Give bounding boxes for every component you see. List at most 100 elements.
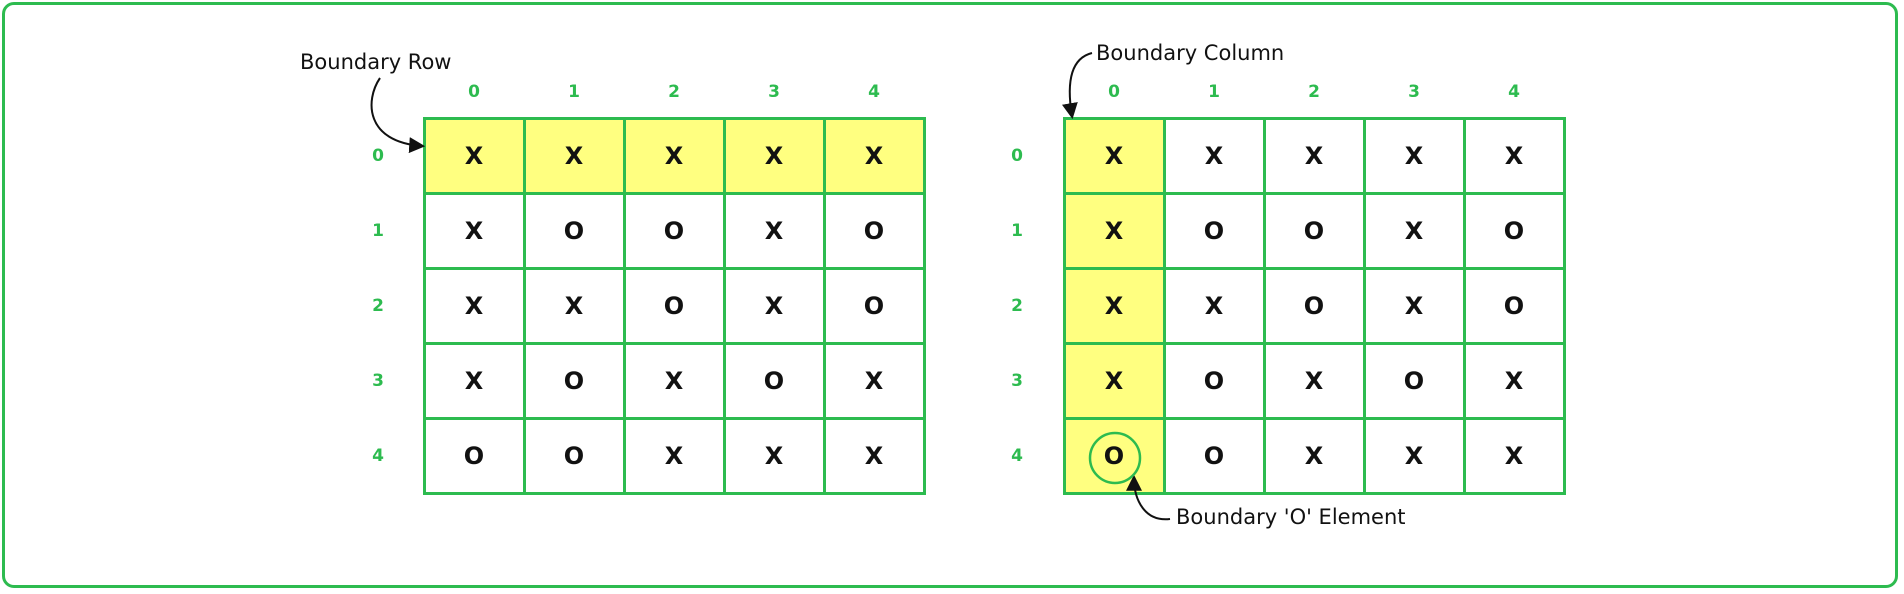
grid-cell: X <box>1404 216 1424 245</box>
grid-cell: O <box>1403 366 1425 395</box>
grid-cell: X <box>764 216 784 245</box>
column-index: 2 <box>668 82 680 102</box>
boundary-o-element-arrow <box>1126 474 1171 521</box>
grid-cell: X <box>824 118 924 193</box>
grid-cell: X <box>864 366 884 395</box>
grid-cell: O <box>1503 216 1525 245</box>
grid-line <box>1063 267 1566 270</box>
row-index: 4 <box>1011 445 1023 466</box>
grid-line <box>1263 117 1266 495</box>
grid-cell: O <box>1503 291 1525 320</box>
grid-line <box>1063 117 1566 120</box>
grid-cell: X <box>1404 441 1424 470</box>
grid-cell: X <box>464 366 484 395</box>
grid-cell: X <box>524 118 624 193</box>
grid-cell: X <box>664 441 684 470</box>
grid-line <box>1063 117 1066 495</box>
grid-cell: X <box>1504 141 1524 170</box>
row-index: 4 <box>372 445 384 466</box>
grid-cell: X <box>424 118 524 193</box>
grid-cell: O <box>563 366 585 395</box>
grid-cell: O <box>563 216 585 245</box>
grid-line <box>423 492 926 495</box>
grid-cell: X <box>1064 118 1164 193</box>
grid-line <box>1063 417 1566 420</box>
grid-line <box>423 267 926 270</box>
column-index: 1 <box>568 82 580 102</box>
grid-cell: X <box>1504 366 1524 395</box>
grid-line <box>1363 117 1366 495</box>
boundary-row-label: Boundary Row <box>300 50 452 74</box>
grid-cell: O <box>763 366 785 395</box>
grid-cell: X <box>1404 291 1424 320</box>
grid-cell: O <box>1203 216 1225 245</box>
boundary-o-element-label: Boundary 'O' Element <box>1176 505 1406 529</box>
grid-cell: X <box>1204 141 1224 170</box>
row-index: 3 <box>1011 370 1023 391</box>
grid-line <box>823 117 826 495</box>
grid-line <box>1063 192 1566 195</box>
grid-cell: O <box>563 441 585 470</box>
grid-line <box>1063 492 1566 495</box>
row-index: 0 <box>1011 145 1023 166</box>
column-index: 3 <box>1408 82 1420 102</box>
column-index: 3 <box>768 82 780 102</box>
grid-cell: O <box>663 216 685 245</box>
grid-line <box>423 117 426 495</box>
row-index: 0 <box>372 145 384 166</box>
grid-line <box>423 117 926 120</box>
column-index: 4 <box>868 82 880 102</box>
grid-cell: O <box>663 291 685 320</box>
grid-line <box>423 192 926 195</box>
grid-cell: X <box>764 441 784 470</box>
row-index: 1 <box>372 220 384 241</box>
grid-cell: X <box>1504 441 1524 470</box>
boundary-column-arrow <box>1062 52 1093 120</box>
grid-cell: X <box>864 441 884 470</box>
grid-cell: X <box>764 291 784 320</box>
grid-cell: X <box>1304 441 1324 470</box>
grid-cell: X <box>624 118 724 193</box>
boundary-column-label: Boundary Column <box>1096 41 1285 65</box>
grid-cell: O <box>1203 441 1225 470</box>
grid-line <box>623 117 626 495</box>
boundary-o-circle <box>1088 431 1142 485</box>
column-index: 1 <box>1208 82 1220 102</box>
grid-cell: X <box>1304 141 1324 170</box>
grid-line <box>1463 117 1466 495</box>
column-index: 0 <box>468 82 480 102</box>
grid-line <box>423 342 926 345</box>
grid-cell: X <box>1064 268 1164 343</box>
grid-line <box>923 117 926 495</box>
boundary-row-arrow <box>370 77 426 154</box>
grid-cell: O <box>1303 216 1325 245</box>
grid-cell: X <box>564 291 584 320</box>
grid-cell: O <box>1064 418 1164 493</box>
grid-line <box>723 117 726 495</box>
row-index: 3 <box>372 370 384 391</box>
grid-cell: X <box>1304 366 1324 395</box>
column-index: 0 <box>1108 82 1120 102</box>
grid-cell: X <box>1064 343 1164 418</box>
grid-cell: X <box>1064 193 1164 268</box>
grid-cell: O <box>463 441 485 470</box>
column-index: 4 <box>1508 82 1520 102</box>
grid-cell: O <box>1203 366 1225 395</box>
grid-line <box>523 117 526 495</box>
grid-line <box>1163 117 1166 495</box>
grid-line <box>1063 342 1566 345</box>
column-index: 2 <box>1308 82 1320 102</box>
grid-line <box>423 417 926 420</box>
grid-cell: X <box>1204 291 1224 320</box>
row-index: 2 <box>1011 295 1023 316</box>
grid-cell: O <box>863 216 885 245</box>
grid-cell: X <box>1404 141 1424 170</box>
grid-line <box>1563 117 1566 495</box>
row-index: 1 <box>1011 220 1023 241</box>
grid-cell: X <box>724 118 824 193</box>
grid-cell: X <box>464 216 484 245</box>
grid-cell: X <box>664 366 684 395</box>
grid-cell: O <box>1303 291 1325 320</box>
